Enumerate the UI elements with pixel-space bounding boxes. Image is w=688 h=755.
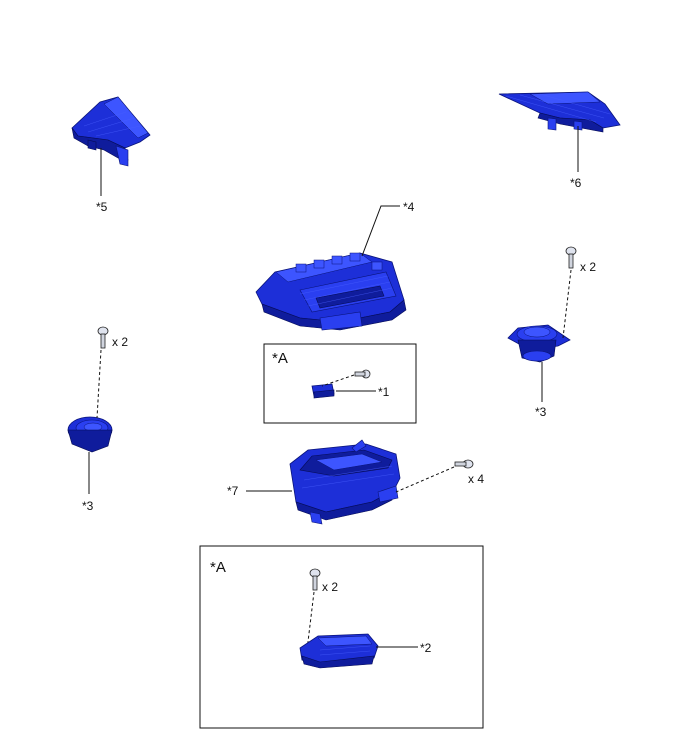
detail-label-upper: *A xyxy=(272,350,288,367)
callout-3-left: *3 xyxy=(82,499,94,513)
screw-icon xyxy=(97,326,109,349)
part-6-panel xyxy=(498,91,621,133)
callout-1: *1 xyxy=(378,385,390,399)
callout-3-right: *3 xyxy=(535,405,547,419)
leader-4 xyxy=(361,205,400,257)
callout-7: *7 xyxy=(227,484,239,498)
callout-4: *4 xyxy=(403,200,415,214)
detail-box-lower xyxy=(199,545,484,729)
qty-amplifier-box: x 4 xyxy=(468,472,484,486)
part-1-small-unit xyxy=(311,383,335,399)
callout-2: *2 xyxy=(420,641,432,655)
qty-left-speaker: x 2 xyxy=(112,335,128,349)
detail-box-upper xyxy=(263,343,417,424)
screw-path-box xyxy=(395,466,455,493)
screw-path-part-1 xyxy=(321,374,355,387)
screw-icon xyxy=(454,459,474,469)
part-7-box xyxy=(289,439,401,525)
screw-path-left xyxy=(96,349,102,419)
part-3-speaker-right xyxy=(507,324,571,363)
part-3-speaker-left xyxy=(67,416,113,453)
screw-icon xyxy=(354,369,371,379)
screw-icon xyxy=(309,568,321,591)
part-4-vent-assembly xyxy=(255,252,407,331)
detail-label-lower: *A xyxy=(210,559,226,576)
screw-path-right xyxy=(562,269,572,339)
qty-right-speaker: x 2 xyxy=(580,260,596,274)
callout-5: *5 xyxy=(96,200,108,214)
part-2-unit xyxy=(299,633,379,669)
callout-6: *6 xyxy=(570,176,582,190)
part-5-cover xyxy=(71,96,151,167)
screw-path-part-2 xyxy=(306,591,315,651)
qty-lower-detail: x 2 xyxy=(322,580,338,594)
screw-icon xyxy=(565,246,577,269)
